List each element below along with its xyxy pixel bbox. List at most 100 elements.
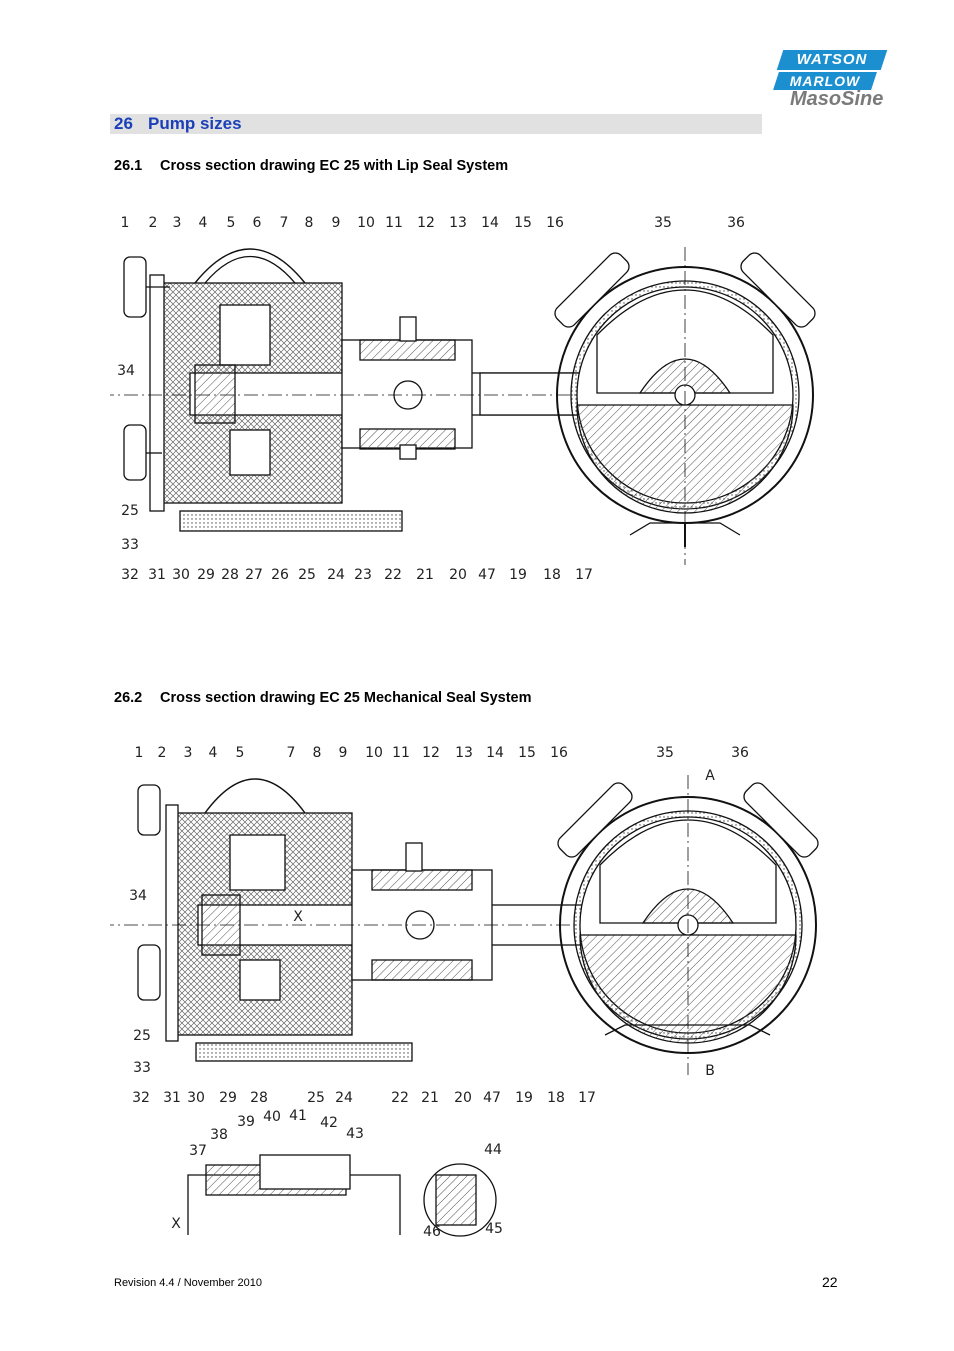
part-label: 25 <box>121 503 139 519</box>
part-label: 2 <box>149 215 158 231</box>
part-label: 15 <box>514 215 532 231</box>
part-label: 47 <box>478 567 496 583</box>
part-label: 21 <box>421 1090 439 1106</box>
part-label: 32 <box>121 567 139 583</box>
part-label: 28 <box>221 567 239 583</box>
part-label: 3 <box>173 215 182 231</box>
part-label: 4 <box>209 745 218 761</box>
part-label: 24 <box>327 567 345 583</box>
part-label: 16 <box>550 745 568 761</box>
section-mark: A <box>705 768 715 784</box>
part-label: X <box>171 1216 181 1232</box>
subsection-title: Cross section drawing EC 25 Mechanical S… <box>160 690 532 706</box>
part-label: 37 <box>189 1143 207 1159</box>
part-label: 13 <box>449 215 467 231</box>
part-label: 47 <box>483 1090 501 1106</box>
revision-note: Revision 4.4 / November 2010 <box>114 1277 262 1289</box>
brand-logo-masosine: MasoSine <box>790 88 884 110</box>
brand-logo: WATSON MARLOW MasoSine <box>773 50 902 112</box>
part-label: 19 <box>509 567 527 583</box>
subsection-heading-2: 26.2 Cross section drawing EC 25 Mechanic… <box>114 690 532 706</box>
part-label: 21 <box>416 567 434 583</box>
part-label: 35 <box>656 745 674 761</box>
section-mark: X <box>293 909 303 925</box>
section-number: 26 <box>114 114 133 133</box>
part-label: 24 <box>335 1090 353 1106</box>
part-label: 1 <box>135 745 144 761</box>
part-label: 43 <box>346 1126 364 1142</box>
part-label: 46 <box>423 1224 441 1240</box>
part-label: 42 <box>320 1115 338 1131</box>
part-label: 10 <box>357 215 375 231</box>
section-title: Pump sizes <box>148 114 242 133</box>
part-label: 33 <box>133 1060 151 1076</box>
part-label: 5 <box>236 745 245 761</box>
part-label: 38 <box>210 1127 228 1143</box>
part-label: 34 <box>117 363 135 379</box>
part-label: 3 <box>184 745 193 761</box>
part-label: 2 <box>158 745 167 761</box>
part-label: 1 <box>121 215 130 231</box>
part-label: 29 <box>219 1090 237 1106</box>
part-label: 31 <box>148 567 166 583</box>
part-label: 20 <box>454 1090 472 1106</box>
part-label: 12 <box>422 745 440 761</box>
part-label: 30 <box>172 567 190 583</box>
part-label: 17 <box>578 1090 596 1106</box>
section-mark: B <box>705 1063 715 1079</box>
part-label: 20 <box>449 567 467 583</box>
part-label: 22 <box>391 1090 409 1106</box>
part-label: 9 <box>339 745 348 761</box>
brand-logo-top: WATSON <box>776 50 888 70</box>
part-label: 8 <box>313 745 322 761</box>
part-label: 25 <box>298 567 316 583</box>
subsection-title: Cross section drawing EC 25 with Lip Sea… <box>160 158 509 174</box>
part-label: 32 <box>132 1090 150 1106</box>
cross-section-drawing-lip-seal: 1 2 3 4 5 6 7 8 9 10 11 12 13 14 15 16 3… <box>100 205 840 595</box>
part-label: 4 <box>199 215 208 231</box>
part-label: 6 <box>253 215 262 231</box>
part-label: 25 <box>307 1090 325 1106</box>
part-label: 14 <box>486 745 504 761</box>
part-label: 9 <box>332 215 341 231</box>
part-label: 12 <box>417 215 435 231</box>
part-label: 13 <box>455 745 473 761</box>
part-label: 10 <box>365 745 383 761</box>
page-number: 22 <box>822 1274 838 1290</box>
part-label: 41 <box>289 1108 307 1124</box>
part-label: 35 <box>654 215 672 231</box>
part-label: 29 <box>197 567 215 583</box>
part-label: 44 <box>484 1142 502 1158</box>
part-label: 14 <box>481 215 499 231</box>
part-label: 16 <box>546 215 564 231</box>
part-label: 25 <box>133 1028 151 1044</box>
part-label: 45 <box>485 1221 503 1237</box>
part-label: 33 <box>121 537 139 553</box>
part-label: 15 <box>518 745 536 761</box>
part-label: 18 <box>547 1090 565 1106</box>
part-label: 11 <box>392 745 410 761</box>
part-label: 19 <box>515 1090 533 1106</box>
part-label: 27 <box>245 567 263 583</box>
part-label: 31 <box>163 1090 181 1106</box>
part-label: 22 <box>384 567 402 583</box>
part-label: 18 <box>543 567 561 583</box>
subsection-number: 26.1 <box>114 158 143 174</box>
part-label: 7 <box>280 215 289 231</box>
part-label: 17 <box>575 567 593 583</box>
part-label: 11 <box>385 215 403 231</box>
part-label: 8 <box>305 215 314 231</box>
part-label: 5 <box>227 215 236 231</box>
part-label: 36 <box>731 745 749 761</box>
subsection-heading-1: 26.1 Cross section drawing EC 25 with Lip… <box>114 158 508 174</box>
part-label: 40 <box>263 1109 281 1125</box>
part-label: 23 <box>354 567 372 583</box>
part-label: 26 <box>271 567 289 583</box>
part-label: 28 <box>250 1090 268 1106</box>
part-label: 30 <box>187 1090 205 1106</box>
part-label: 34 <box>129 888 147 904</box>
part-label: 39 <box>237 1114 255 1130</box>
part-label: 7 <box>287 745 296 761</box>
subsection-number: 26.2 <box>114 690 143 706</box>
section-heading: 26 Pump sizes <box>110 114 762 134</box>
